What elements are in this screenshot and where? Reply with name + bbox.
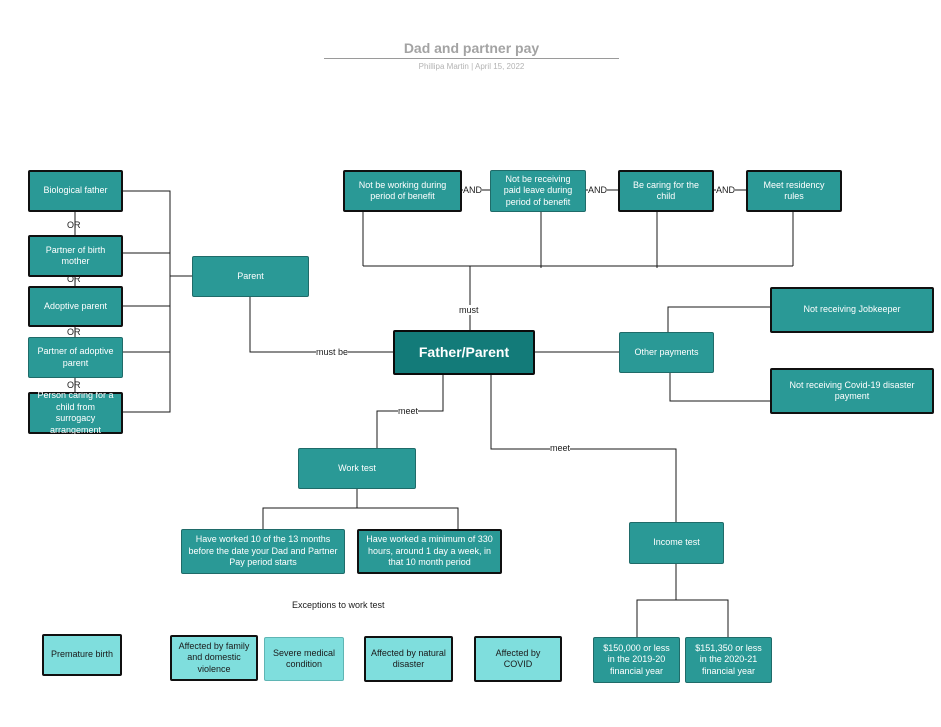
or-label: OR bbox=[67, 274, 81, 284]
node-natural-disaster[interactable]: Affected by natural disaster bbox=[364, 636, 453, 682]
node-family-violence[interactable]: Affected by family and domestic violence bbox=[170, 635, 258, 681]
node-partner-adoptive-parent[interactable]: Partner of adoptive parent bbox=[28, 337, 123, 378]
node-caring-child[interactable]: Be caring for the child bbox=[618, 170, 714, 212]
must-label: must bbox=[459, 305, 479, 315]
node-partner-birth-mother[interactable]: Partner of birth mother bbox=[28, 235, 123, 277]
node-not-paid-leave[interactable]: Not be receiving paid leave during perio… bbox=[490, 170, 586, 212]
node-income-2020-21[interactable]: $151,350 or less in the 2020-21 financia… bbox=[685, 637, 772, 683]
node-not-covid-disaster[interactable]: Not receiving Covid-19 disaster payment bbox=[770, 368, 934, 414]
node-covid[interactable]: Affected by COVID bbox=[474, 636, 562, 682]
and-label: AND bbox=[588, 185, 608, 195]
or-label: OR bbox=[67, 327, 81, 337]
meet-label: meet bbox=[398, 406, 419, 416]
node-not-jobkeeper[interactable]: Not receiving Jobkeeper bbox=[770, 287, 934, 333]
node-adoptive-parent[interactable]: Adoptive parent bbox=[28, 286, 123, 327]
node-worked-10-of-13[interactable]: Have worked 10 of the 13 months before t… bbox=[181, 529, 345, 574]
meta-separator: | bbox=[471, 62, 474, 71]
node-father-parent[interactable]: Father/Parent bbox=[393, 330, 535, 375]
node-other-payments[interactable]: Other payments bbox=[619, 332, 714, 373]
meet-label: meet bbox=[550, 443, 571, 453]
author-name: Phillipa Martin bbox=[418, 62, 469, 71]
node-parent[interactable]: Parent bbox=[192, 256, 309, 297]
and-label: AND bbox=[716, 185, 736, 195]
node-work-test[interactable]: Work test bbox=[298, 448, 416, 489]
node-income-2019-20[interactable]: $150,000 or less in the 2019-20 financia… bbox=[593, 637, 680, 683]
node-surrogacy-carer[interactable]: Person caring for a child from surrogacy… bbox=[28, 390, 123, 435]
title-divider bbox=[324, 58, 619, 59]
node-residency[interactable]: Meet residency rules bbox=[746, 170, 842, 212]
exceptions-label: Exceptions to work test bbox=[292, 600, 385, 610]
must-be-label: must be bbox=[316, 347, 349, 357]
document-date: April 15, 2022 bbox=[474, 62, 525, 71]
or-label: OR bbox=[67, 380, 81, 390]
node-income-test[interactable]: Income test bbox=[629, 522, 724, 564]
node-biological-father[interactable]: Biological father bbox=[28, 170, 123, 212]
node-premature-birth[interactable]: Premature birth bbox=[42, 634, 122, 676]
node-severe-medical[interactable]: Severe medical condition bbox=[264, 637, 344, 681]
page-title: Dad and partner pay bbox=[403, 40, 540, 56]
document-meta: Phillipa Martin | April 15, 2022 bbox=[324, 62, 619, 71]
or-label: OR bbox=[67, 220, 81, 230]
node-not-working[interactable]: Not be working during period of benefit bbox=[343, 170, 462, 212]
node-worked-330-hours[interactable]: Have worked a minimum of 330 hours, arou… bbox=[357, 529, 502, 574]
and-label: AND bbox=[463, 185, 483, 195]
